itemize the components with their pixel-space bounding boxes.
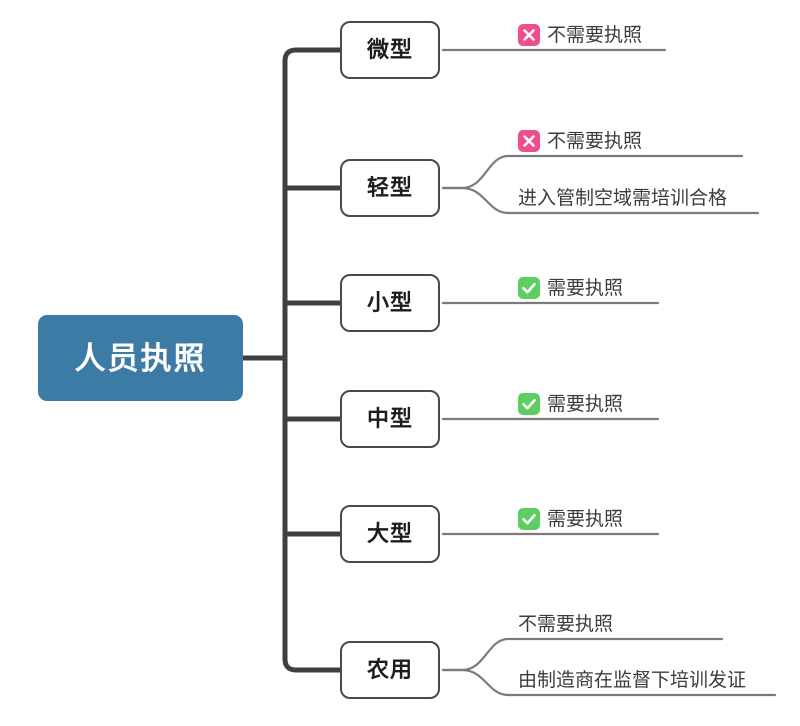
leaf-item-label: 不需要执照: [518, 613, 614, 635]
leaf-item-xiaoxing-1[interactable]: 需要执照: [518, 275, 623, 301]
branch-node-nongyong[interactable]: 农用: [340, 641, 440, 699]
check-icon: [518, 508, 540, 530]
branch-node-daxing[interactable]: 大型: [340, 505, 440, 563]
root-node[interactable]: 人员执照: [38, 315, 243, 401]
check-icon: [518, 393, 540, 415]
check-icon: [518, 277, 540, 299]
leaf-item-nongyong-2[interactable]: 由制造商在监督下培训发证: [518, 667, 746, 693]
leaf-item-label: 需要执照: [547, 393, 624, 415]
branch-node-label: 轻型: [366, 175, 413, 200]
branch-node-label: 中型: [366, 406, 413, 431]
leaf-item-label: 需要执照: [547, 508, 624, 530]
leaf-line-qingxing-1: [441, 154, 744, 190]
branch-node-zhongxing[interactable]: 中型: [340, 390, 440, 448]
branch-node-label: 小型: [366, 290, 413, 315]
branch-node-weixing[interactable]: 微型: [340, 21, 440, 79]
trunk-vertical: [282, 47, 340, 673]
leaf-item-qingxing-1[interactable]: 不需要执照: [518, 128, 642, 154]
branch-node-label: 微型: [366, 37, 413, 62]
leaf-item-nongyong-1[interactable]: 不需要执照: [518, 611, 613, 637]
leaf-item-zhongxing-1[interactable]: 需要执照: [518, 391, 623, 417]
leaf-item-weixing-1[interactable]: 不需要执照: [518, 22, 642, 48]
leaf-item-label: 不需要执照: [547, 130, 643, 152]
root-node-label: 人员执照: [74, 340, 207, 376]
cross-icon: [518, 24, 540, 46]
branch-node-qingxing[interactable]: 轻型: [340, 159, 440, 217]
leaf-item-qingxing-2[interactable]: 进入管制空域需培训合格: [518, 185, 727, 211]
leaf-item-label: 进入管制空域需培训合格: [518, 187, 728, 209]
branch-node-label: 农用: [366, 657, 413, 682]
leaf-item-label: 需要执照: [547, 277, 624, 299]
leaf-line-nongyong-1: [441, 637, 724, 672]
leaf-item-label: 由制造商在监督下培训发证: [518, 669, 747, 691]
cross-icon: [518, 130, 540, 152]
branch-node-xiaoxing[interactable]: 小型: [340, 274, 440, 332]
branch-node-label: 大型: [366, 521, 413, 546]
leaf-item-daxing-1[interactable]: 需要执照: [518, 506, 623, 532]
leaf-item-label: 不需要执照: [547, 24, 643, 46]
